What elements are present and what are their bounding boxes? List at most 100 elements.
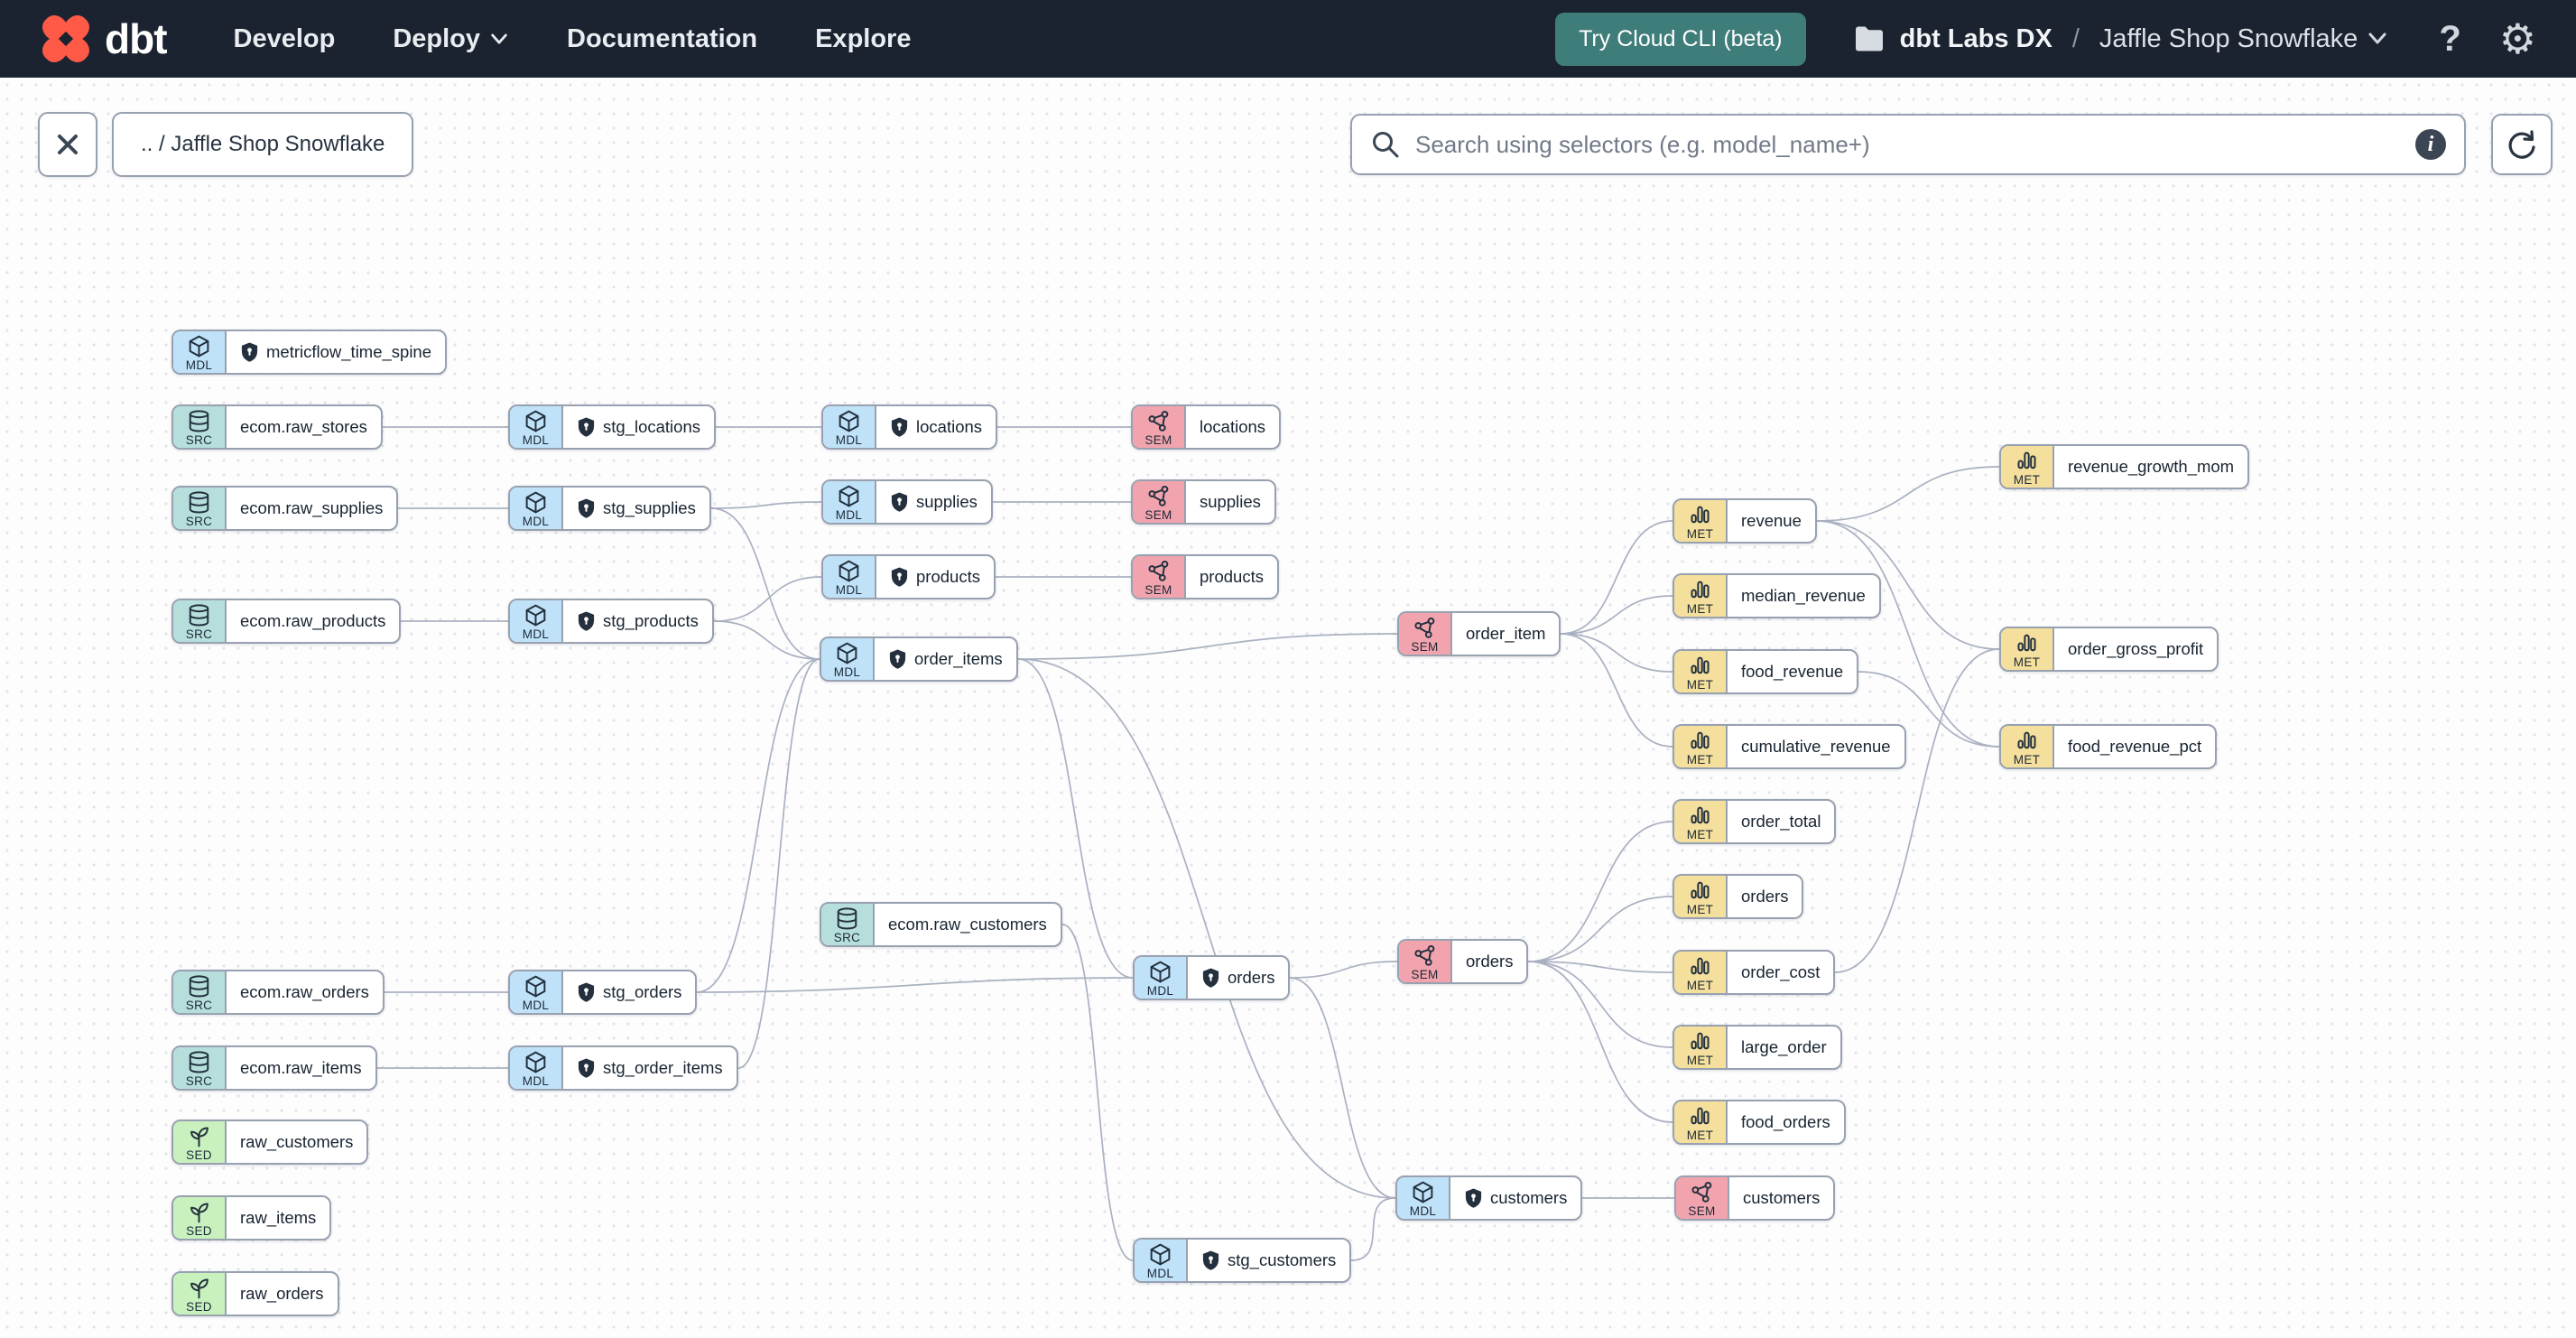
shield-icon xyxy=(891,417,908,437)
breadcrumb: dbt Labs DX / Jaffle Shop Snowflake xyxy=(1853,24,2389,54)
dbt-logo[interactable]: dbt xyxy=(40,13,168,65)
graph-node-mdl_stg_order_items[interactable]: MDL stg_order_items xyxy=(508,1045,738,1091)
kind-label: SEM xyxy=(1688,1203,1716,1218)
graph-node-mdl_order_items[interactable]: MDL order_items xyxy=(820,636,1018,682)
node-label: median_revenue xyxy=(1741,586,1866,605)
graph-node-mdl_stg_locations[interactable]: MDL stg_locations xyxy=(508,404,716,450)
graph-node-mdl_locations[interactable]: MDL locations xyxy=(821,404,998,450)
met-badge: MET xyxy=(1674,726,1728,767)
cube-icon xyxy=(1150,961,1171,983)
nav-item-deploy[interactable]: Deploy xyxy=(393,24,509,54)
brand-text: dbt xyxy=(105,15,168,62)
close-icon xyxy=(58,135,78,154)
node-label: order_items xyxy=(875,638,1016,680)
met-badge: MET xyxy=(2001,726,2054,767)
mdl-badge: MDL xyxy=(173,331,227,373)
graph-node-mdl_stg_products[interactable]: MDL stg_products xyxy=(508,599,714,644)
bar-chart-icon xyxy=(2017,634,2036,652)
graph-node-mdl_customers[interactable]: MDL customers xyxy=(1395,1175,1583,1221)
node-label: order_total xyxy=(1741,812,1821,831)
gear-icon[interactable]: ⚙ xyxy=(2498,15,2536,62)
semantic-graph-icon xyxy=(1691,1181,1712,1203)
lineage-path-chip[interactable]: .. / Jaffle Shop Snowflake xyxy=(112,112,414,177)
sem-badge: SEM xyxy=(1399,941,1452,982)
met-badge: MET xyxy=(1674,1027,1728,1068)
node-label: supplies xyxy=(1200,492,1261,511)
graph-node-mdl_stg_orders[interactable]: MDL stg_orders xyxy=(508,970,698,1015)
node-label: stg_order_items xyxy=(563,1047,737,1089)
graph-node-mdl_stg_customers[interactable]: MDL stg_customers xyxy=(1133,1238,1352,1283)
nav-item-explore[interactable]: Explore xyxy=(815,23,912,53)
refresh-button[interactable] xyxy=(2491,114,2553,175)
account-name[interactable]: dbt Labs DX xyxy=(1899,23,2052,53)
mdl-badge: MDL xyxy=(1397,1177,1450,1219)
help-icon[interactable]: ? xyxy=(2439,19,2461,59)
cube-icon xyxy=(839,410,859,432)
src-badge: SRC xyxy=(173,488,227,529)
dbt-logo-icon xyxy=(42,15,89,62)
semantic-graph-icon xyxy=(1414,944,1435,966)
kind-label: MET xyxy=(2013,752,2041,767)
kind-label: MDL xyxy=(1146,983,1174,998)
nav-item-documentation[interactable]: Documentation xyxy=(567,23,758,53)
node-label: order_cost xyxy=(1741,962,1821,981)
shield-icon xyxy=(891,492,908,512)
graph-node-src_raw_supplies[interactable]: SRC ecom.raw_supplies xyxy=(171,486,399,531)
shield-icon xyxy=(241,342,258,362)
graph-node-mdl_supplies[interactable]: MDL supplies xyxy=(821,479,993,525)
kind-label: SEM xyxy=(1144,507,1172,522)
close-button[interactable] xyxy=(38,112,97,177)
seedling-icon xyxy=(190,1127,208,1148)
kind-label: SRC xyxy=(185,514,213,528)
graph-node-sem_supplies[interactable]: SEM supplies xyxy=(1131,479,1276,525)
cube-icon xyxy=(525,975,546,998)
met-badge: MET xyxy=(1674,575,1728,617)
graph-node-met_median_revenue[interactable]: MET median_revenue xyxy=(1673,573,1881,618)
nav-item-develop[interactable]: Develop xyxy=(233,23,336,53)
graph-node-mdl_products[interactable]: MDL products xyxy=(821,554,996,599)
graph-node-mdl_metricflow_time_spine[interactable]: MDL metricflow_time_spine xyxy=(171,330,448,375)
graph-node-mdl_stg_supplies[interactable]: MDL stg_supplies xyxy=(508,486,711,531)
kind-label: MDL xyxy=(522,514,550,528)
met-badge: MET xyxy=(2001,446,2054,488)
node-label: products xyxy=(876,556,994,598)
kind-label: MET xyxy=(1686,752,1714,767)
bar-chart-icon xyxy=(2017,451,2036,469)
cube-icon xyxy=(839,560,859,582)
search-input[interactable] xyxy=(1413,129,2403,160)
project-selector[interactable]: Jaffle Shop Snowflake xyxy=(2099,24,2388,54)
try-cloud-cli-button[interactable]: Try Cloud CLI (beta) xyxy=(1555,12,1806,66)
kind-label: MDL xyxy=(1146,1266,1174,1280)
mdl-badge: MDL xyxy=(823,406,876,448)
lineage-canvas[interactable] xyxy=(0,78,2576,1338)
graph-node-mdl_orders[interactable]: MDL orders xyxy=(1133,955,1291,1000)
mdl-badge: MDL xyxy=(1135,1240,1188,1281)
info-icon[interactable]: i xyxy=(2415,129,2446,160)
kind-label: MET xyxy=(1686,902,1714,916)
node-label: ecom.raw_supplies xyxy=(240,498,384,517)
